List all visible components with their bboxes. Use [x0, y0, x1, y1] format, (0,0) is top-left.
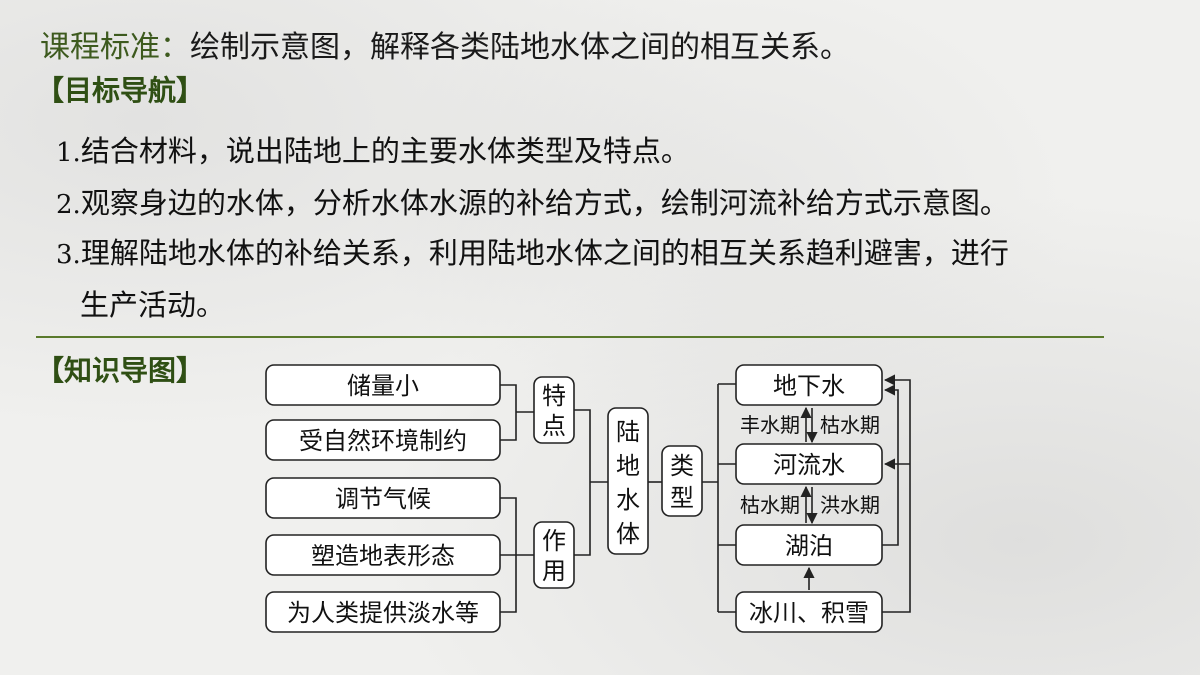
types-label-char-2: 型 [670, 484, 694, 512]
features-label-char-1: 特 [542, 382, 566, 410]
features-label-char-2: 点 [542, 412, 566, 440]
feature-text-2: 受自然环境制约 [299, 427, 467, 455]
label-dry-season-1: 枯水期 [820, 413, 880, 437]
center-char-2: 地 [616, 452, 640, 480]
course-standard-label: 课程标准： [40, 30, 190, 65]
course-standard: 课程标准：绘制示意图，解释各类陆地水体之间的相互关系。 [40, 22, 850, 66]
goal-heading: 【目标导航】 [36, 74, 205, 107]
function-text-1: 调节气候 [335, 485, 431, 513]
center-char-3: 水 [616, 486, 640, 514]
function-text-3: 为人类提供淡水等 [287, 599, 479, 627]
type-box-river [735, 443, 883, 485]
type-text-groundwater: 地下水 [773, 372, 845, 400]
function-text-2: 塑造地表形态 [311, 542, 455, 570]
map-heading: 【知识导图】 [36, 354, 205, 387]
section-divider [36, 336, 1104, 338]
center-char-4: 体 [616, 520, 640, 548]
type-text-river: 河流水 [773, 451, 845, 479]
types-label-box [661, 445, 703, 517]
arrow-glacier-to-groundwater [882, 374, 911, 613]
goal-item-3: 3.理解陆地水体的补给关系，利用陆地水体之间的相互关系趋利避害，进行 [56, 236, 1009, 270]
type-text-glacier: 冰川、积雪 [749, 599, 869, 627]
course-standard-text: 绘制示意图，解释各类陆地水体之间的相互关系。 [190, 30, 850, 65]
label-dry-season-2: 枯水期 [740, 493, 800, 517]
functions-label-char-1: 作 [542, 527, 566, 555]
type-text-lake: 湖泊 [785, 532, 833, 560]
goal-item-3-continuation: 生产活动。 [80, 288, 226, 322]
type-box-groundwater [735, 364, 883, 406]
types-bracket [702, 383, 736, 613]
center-box [607, 407, 649, 555]
types-label-char-1: 类 [670, 452, 694, 480]
feature-text-1: 储量小 [347, 372, 419, 400]
goal-item-2: 2.观察身边的水体，分析水体水源的补给方式，绘制河流补给方式示意图。 [56, 186, 1009, 220]
label-wet-season-1: 丰水期 [740, 413, 800, 437]
label-flood-season: 洪水期 [820, 493, 880, 517]
goal-item-1: 1.结合材料，说出陆地上的主要水体类型及特点。 [56, 134, 690, 168]
center-bracket [574, 409, 608, 556]
center-char-1: 陆 [616, 418, 640, 446]
functions-label-char-2: 用 [542, 557, 566, 585]
function-bracket [500, 497, 517, 613]
feature-bracket [500, 384, 517, 441]
arrow-lake-to-groundwater [882, 384, 899, 546]
